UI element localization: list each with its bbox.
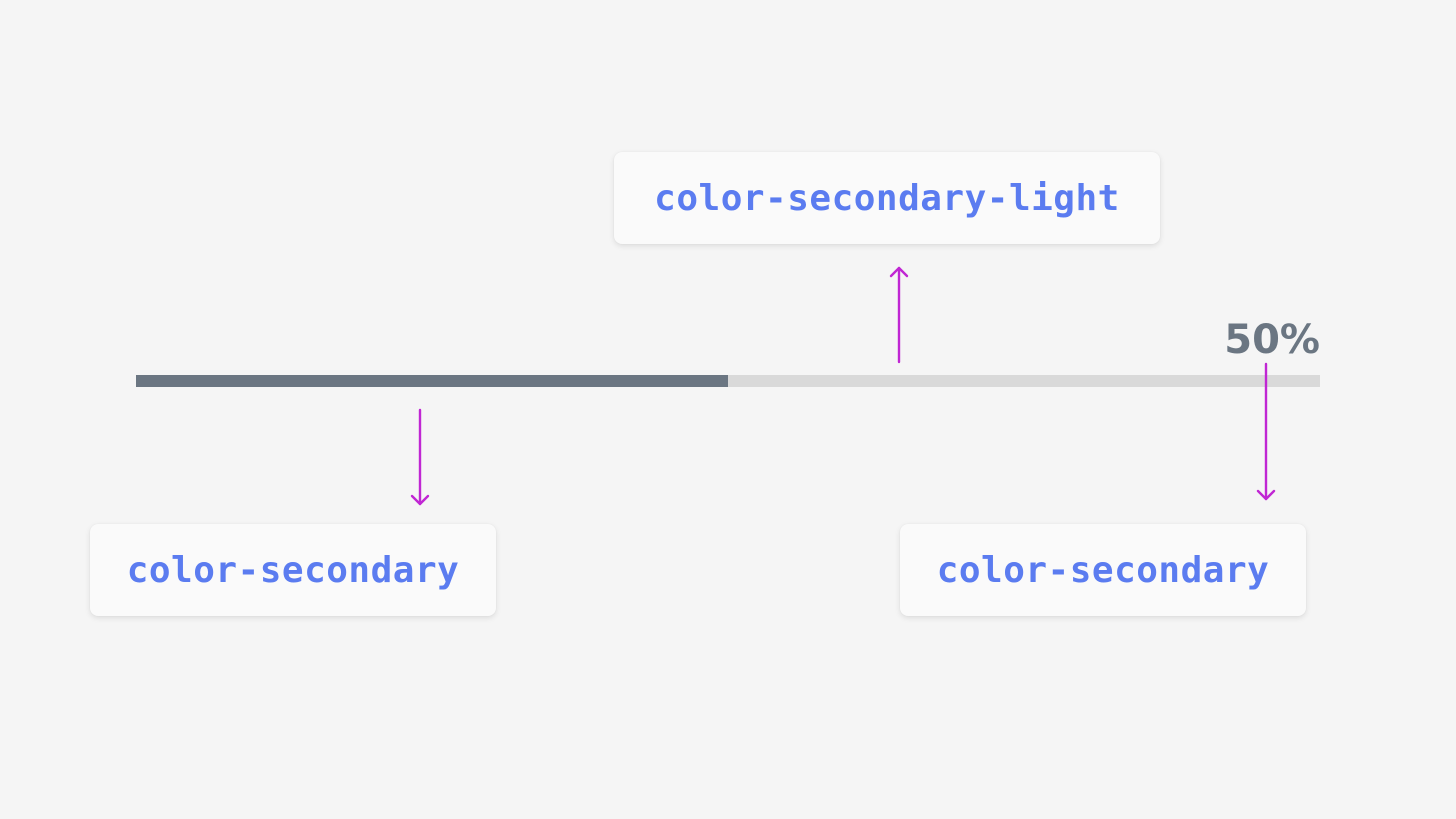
token-card-secondary-light: color-secondary-light bbox=[614, 152, 1160, 244]
arrow-down-to-secondary-left bbox=[410, 408, 430, 506]
progress-fill bbox=[136, 375, 728, 387]
token-card-secondary-right: color-secondary bbox=[900, 524, 1306, 616]
progress-bar bbox=[136, 375, 1320, 387]
token-label-secondary-light: color-secondary-light bbox=[654, 177, 1120, 219]
token-card-secondary-left: color-secondary bbox=[90, 524, 496, 616]
progress-percent-label: 50% bbox=[1224, 317, 1320, 363]
arrow-up-to-secondary-light bbox=[889, 266, 909, 364]
token-label-secondary-right: color-secondary bbox=[936, 549, 1270, 591]
token-label-secondary-left: color-secondary bbox=[126, 549, 460, 591]
